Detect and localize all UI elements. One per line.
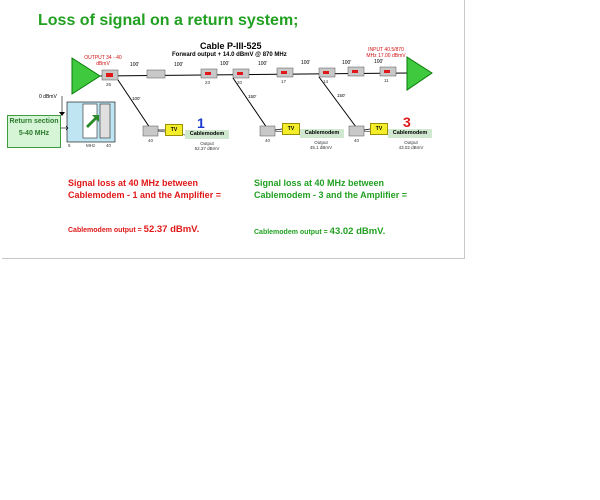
tap-2 bbox=[146, 69, 166, 79]
left-signal-loss-question: Signal loss at 40 MHz between Cablemodem… bbox=[68, 178, 221, 200]
left-amplifier-label: OUTPUT 34 - 40 dBmV bbox=[84, 55, 122, 67]
return-section-range: 5-40 MHz bbox=[18, 130, 50, 137]
left-cablemodem-output: Cablemodem output = 52.37 dBmV. bbox=[68, 224, 199, 235]
drop-label: 150' bbox=[337, 93, 346, 98]
right-cablemodem-output: Cablemodem output = 43.02 dBmV. bbox=[254, 226, 385, 237]
cablemodem-output-note-3: Output 43.02 dBmV bbox=[398, 140, 424, 150]
cablemodem-label-1: Cablemodem bbox=[185, 130, 229, 139]
cablemodem-output-note-2: Output 45.1 dBmV bbox=[309, 140, 333, 150]
tap-value: 11 bbox=[384, 78, 389, 83]
segment-label: 100' bbox=[258, 61, 267, 67]
right-output-value: 43.02 dBmV. bbox=[329, 226, 386, 237]
home-splitter-3 bbox=[348, 125, 365, 137]
return-level: 0 dBmV bbox=[39, 94, 57, 100]
slide-canvas: Loss of signal on a return system; 100' … bbox=[2, 0, 465, 259]
tap-1 bbox=[101, 69, 119, 81]
segment-label: 100' bbox=[174, 62, 183, 68]
page-title: Loss of signal on a return system; bbox=[38, 12, 299, 29]
tap-6 bbox=[318, 67, 336, 78]
right-amplifier bbox=[406, 56, 433, 91]
return-axis-start: 5 bbox=[68, 143, 71, 148]
drop-cable-1 bbox=[117, 79, 151, 129]
left-amplifier bbox=[71, 57, 101, 95]
drop-label: 100' bbox=[132, 96, 141, 101]
home-splitter-1 bbox=[142, 125, 159, 137]
cablemodem-number-1: 1 bbox=[197, 115, 205, 131]
tap-value: 14 bbox=[323, 79, 329, 84]
cablemodem-label-2: Cablemodem bbox=[300, 129, 344, 138]
cablemodem-tap-value: 40 bbox=[265, 138, 271, 143]
tap-4 bbox=[232, 68, 250, 79]
return-axis-end: 40 bbox=[106, 143, 112, 148]
arrow-icon bbox=[86, 115, 99, 128]
cablemodem-label-3: Cablemodem bbox=[388, 129, 432, 138]
right-output-prefix: Cablemodem output = bbox=[254, 229, 328, 236]
tap-3 bbox=[200, 68, 218, 79]
tv-box-1: TV bbox=[165, 124, 183, 136]
tap-value: 26 bbox=[106, 82, 112, 87]
cablemodem-tap-value: 40 bbox=[354, 138, 360, 143]
return-axis-unit: MHz bbox=[86, 143, 96, 148]
segment-label: 100' bbox=[374, 59, 383, 65]
tap-8 bbox=[379, 66, 397, 77]
cablemodem-tap-value: 40 bbox=[148, 138, 154, 143]
right-amplifier-label: INPUT 40.5/870 MHz 17.00 dBmV bbox=[366, 47, 406, 59]
tv-box-2: TV bbox=[282, 123, 300, 135]
right-signal-loss-question: Signal loss at 40 MHz between Cablemodem… bbox=[254, 178, 407, 200]
cablemodem-output-note-1: Output 52.37 dBmV bbox=[194, 141, 220, 151]
cable-name: Cable P-III-525 bbox=[200, 41, 262, 51]
home-splitter-2 bbox=[259, 125, 276, 137]
tap-5 bbox=[276, 67, 294, 78]
drop-label: 150' bbox=[248, 94, 257, 99]
tap-value: 23 bbox=[205, 80, 211, 85]
network-diagram: 100' 100' 100' 100' 100' 100' 100' 100' … bbox=[58, 56, 433, 143]
drop-cable-3 bbox=[318, 76, 357, 128]
tap-value: 17 bbox=[281, 79, 287, 84]
segment-label: 100' bbox=[220, 61, 229, 67]
return-section-box: Return section 5-40 MHz bbox=[7, 115, 61, 148]
tap-7 bbox=[347, 66, 365, 77]
cablemodem-number-3: 3 bbox=[403, 114, 411, 130]
segment-label: 100' bbox=[301, 60, 310, 66]
segment-label: 100' bbox=[342, 60, 351, 66]
cable-forward-output: Forward output + 14.0 dBmV @ 870 MHz bbox=[172, 52, 287, 58]
drop-cable-2 bbox=[232, 77, 268, 129]
left-output-prefix: Cablemodem output = bbox=[68, 227, 142, 234]
left-output-value: 52.37 dBmV. bbox=[143, 224, 200, 235]
return-section-title: Return section bbox=[9, 118, 59, 125]
segment-label: 100' bbox=[130, 62, 139, 68]
tap-value: 20 bbox=[237, 80, 243, 85]
tv-box-3: TV bbox=[370, 123, 388, 135]
